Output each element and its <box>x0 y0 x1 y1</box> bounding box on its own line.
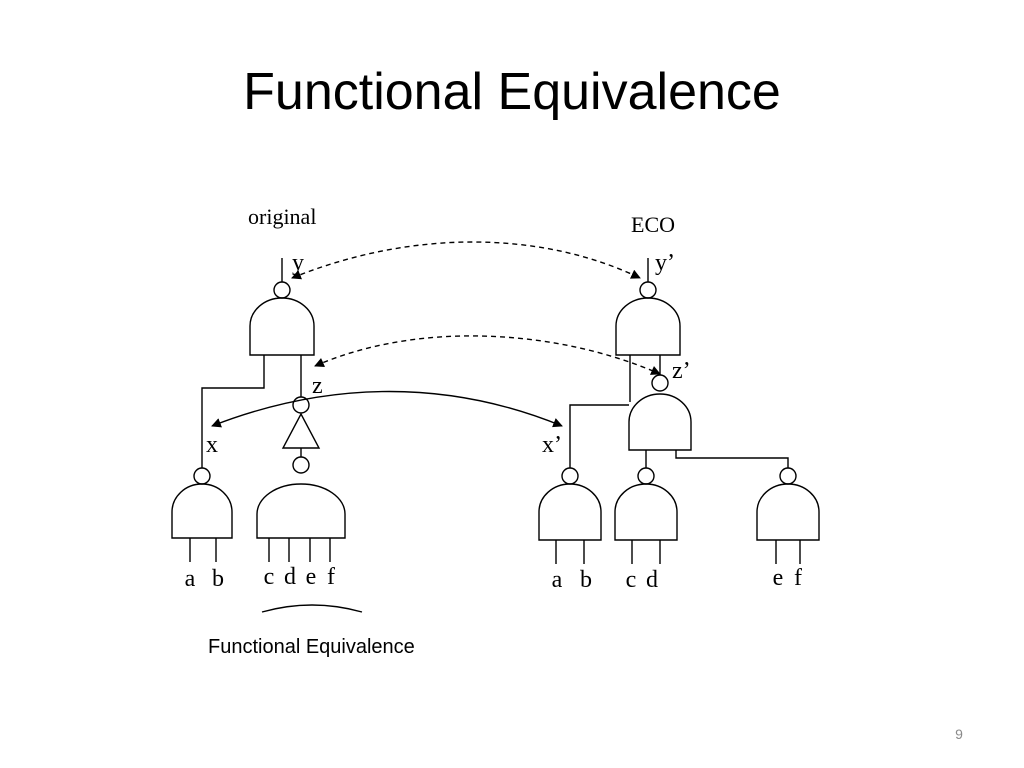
original-input-d: d <box>284 564 296 590</box>
slide-number: 9 <box>955 726 963 742</box>
original-input-e: e <box>306 564 317 590</box>
original-x-bubble <box>193 467 211 485</box>
original-input-b: b <box>212 566 224 592</box>
original-buffer-bubble <box>292 456 310 474</box>
eco-z-bubble <box>651 374 669 392</box>
eco-net-y: y’ <box>655 250 675 276</box>
original-cdef-nand-gate <box>256 483 346 539</box>
eco-cd-nand-gate <box>614 483 678 541</box>
original-ab-nand-gate <box>171 483 233 539</box>
original-net-z: z <box>312 373 323 399</box>
original-top-nand-gate <box>249 297 315 356</box>
eco-input-f: f <box>794 565 802 591</box>
original-input-f: f <box>327 564 335 590</box>
eco-input-b: b <box>580 567 592 593</box>
eco-circuit <box>538 258 820 564</box>
original-top-bubble <box>273 281 291 299</box>
eco-ef-bubble <box>779 467 797 485</box>
slide-title: Functional Equivalence <box>243 63 781 121</box>
eco-net-z: z’ <box>672 358 691 384</box>
eco-middle-nand-gate <box>628 393 692 451</box>
figure-caption: Functional Equivalence <box>208 636 415 658</box>
original-input-c: c <box>264 564 275 590</box>
y-equivalence-arrow <box>291 241 641 280</box>
eco-input-c: c <box>626 567 637 593</box>
x-correspondence-arrow <box>211 390 563 428</box>
eco-ef-nand-gate <box>756 483 820 541</box>
eco-label: ECO <box>631 212 675 237</box>
z-equivalence-arrow <box>314 335 661 375</box>
eco-x-bubble <box>561 467 579 485</box>
eco-input-a: a <box>552 567 563 593</box>
original-circuit <box>171 258 363 613</box>
original-input-a: a <box>185 566 196 592</box>
original-net-y: y <box>292 250 304 276</box>
eco-input-d: d <box>646 567 658 593</box>
eco-input-e: e <box>773 565 784 591</box>
original-buffer-gate <box>281 412 321 449</box>
circuit-diagram: original ECO y z x y’ z’ x’ a b c d e f … <box>171 204 820 613</box>
eco-net-x: x’ <box>542 432 562 458</box>
original-net-x: x <box>206 432 218 458</box>
eco-top-bubble <box>639 281 657 299</box>
eco-ab-nand-gate <box>538 483 602 541</box>
eco-cd-bubble <box>637 467 655 485</box>
eco-top-nand-gate <box>615 297 681 356</box>
original-label: original <box>248 204 316 229</box>
